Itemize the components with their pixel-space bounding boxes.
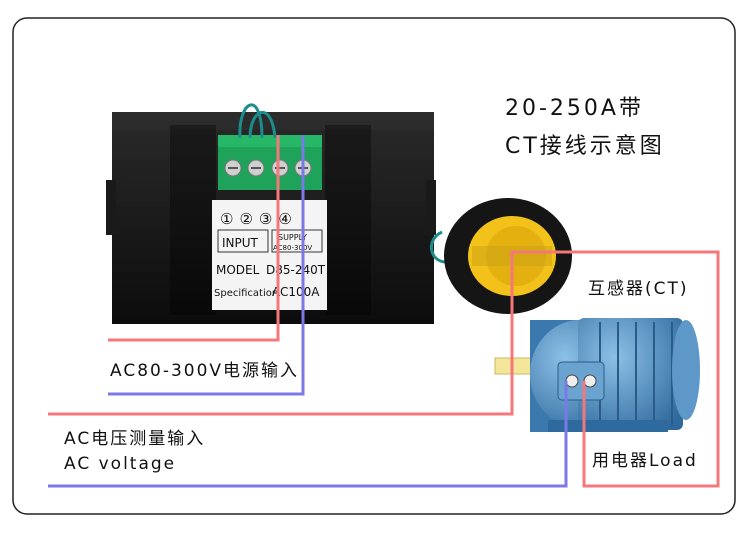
load-label: 用电器Load — [592, 446, 698, 471]
motor-load — [495, 318, 700, 432]
spec-label: Specification — [214, 288, 278, 299]
voltage-measure-label-en: AC voltage — [64, 454, 176, 474]
ct-label: 互感器(CT) — [588, 274, 689, 299]
input-label: INPUT — [222, 236, 259, 250]
terminal-block — [218, 135, 322, 190]
power-input-label: AC80-300V电源输入 — [110, 356, 299, 381]
diagram-title-line1: 20-250A带 — [505, 90, 644, 122]
model-value: D85-240T — [266, 263, 326, 277]
voltage-measure-label-cn: AC电压测量输入 — [64, 424, 205, 449]
model-label: MODEL — [216, 263, 260, 277]
current-transformer — [431, 198, 572, 314]
diagram-title-line2: CT接线示意图 — [505, 128, 665, 160]
